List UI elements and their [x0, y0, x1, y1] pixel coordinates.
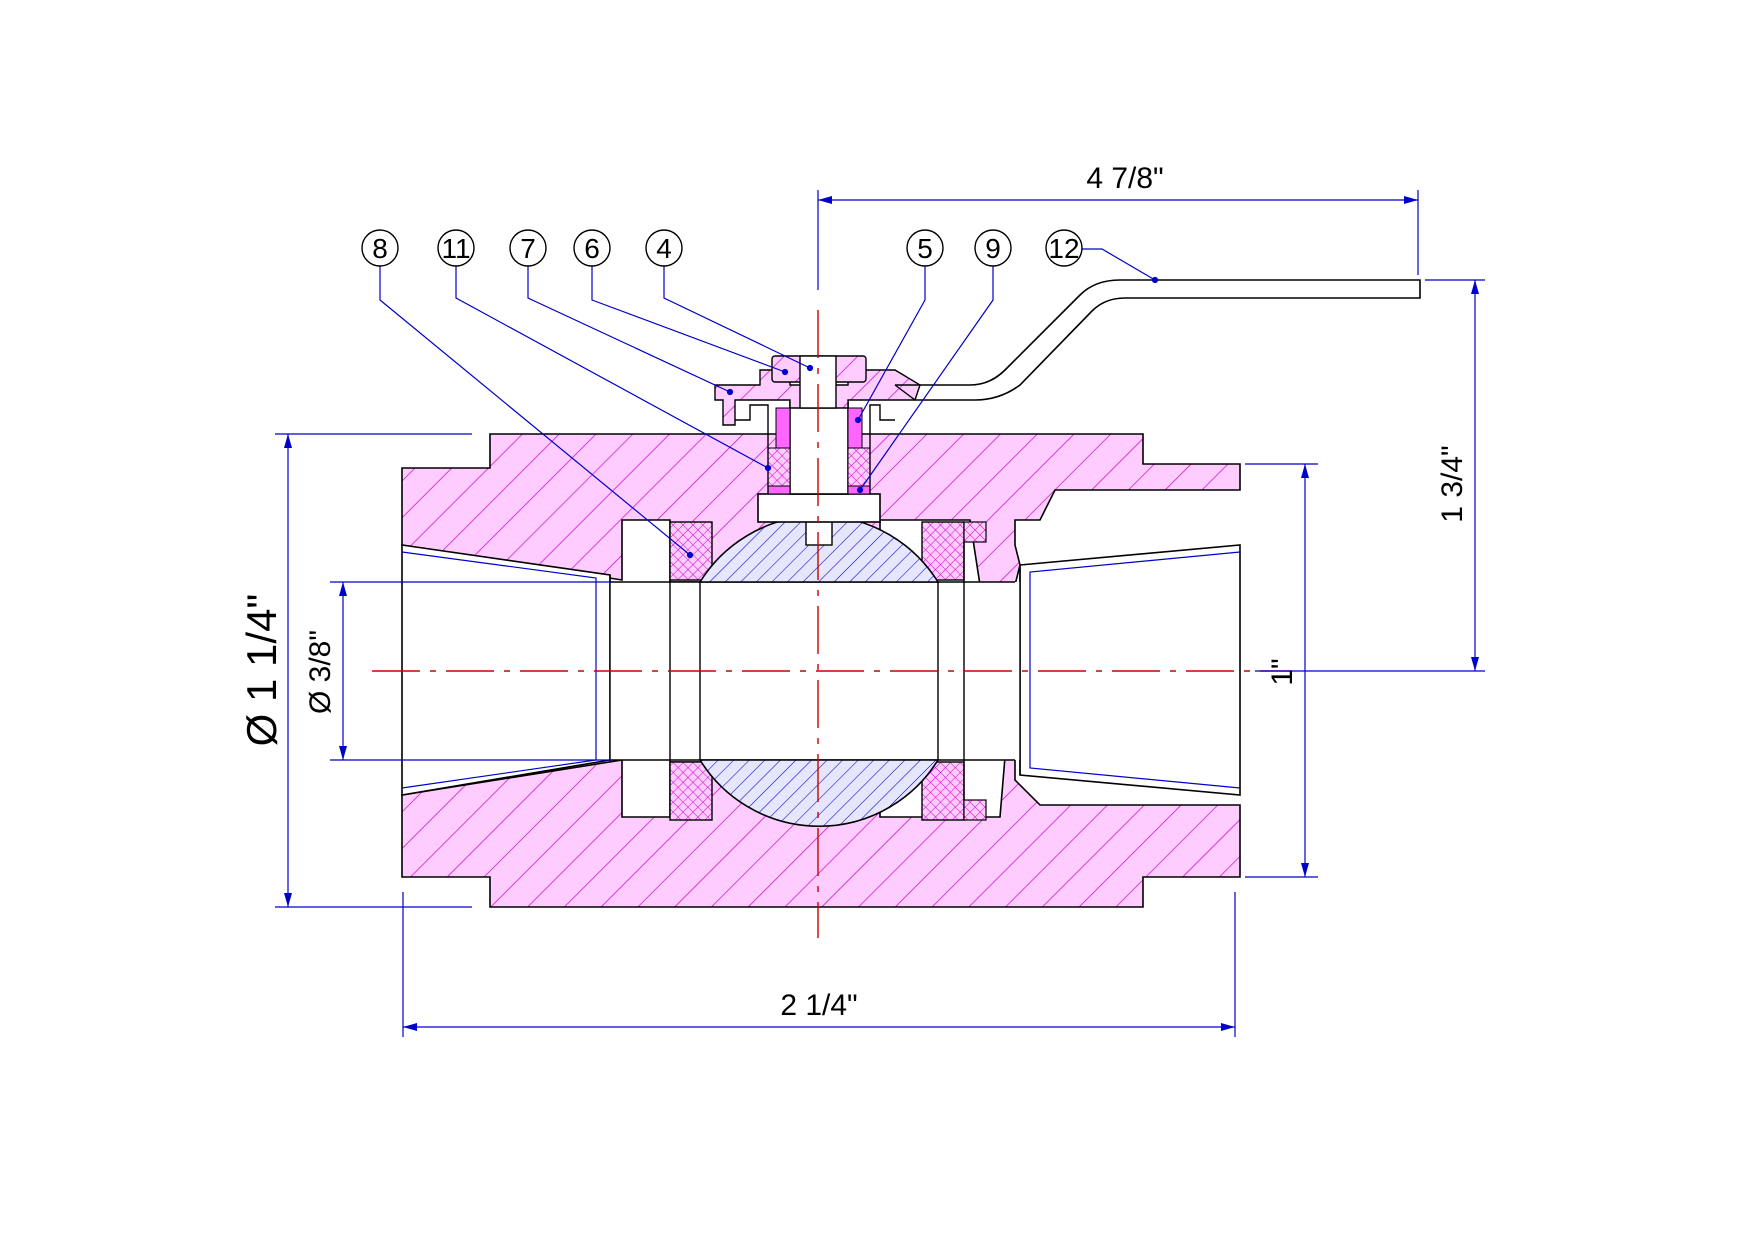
leader-5	[857, 265, 926, 421]
handle-lever	[895, 279, 1421, 401]
dim-handle-length: 4 7/8"	[1086, 162, 1163, 195]
balloon-12: 12	[1045, 229, 1083, 267]
packing-right-upper	[847, 407, 863, 449]
balloon-8: 8	[361, 229, 399, 267]
dimensions: 4 7/8" 1 3/4" Ø 1 1/4" Ø 3/8" 1" 2 1/4"	[238, 162, 1485, 1037]
gland-cavity-right	[869, 404, 895, 494]
balloon-7-label: 7	[520, 233, 536, 264]
stem	[789, 399, 849, 495]
gland-cavity	[735, 404, 769, 494]
leader-7	[527, 265, 731, 393]
dim-bore-diameter: Ø 3/8"	[304, 630, 337, 714]
stem-collar	[757, 493, 881, 523]
right-bore-relief	[1029, 551, 1241, 789]
seats	[669, 521, 987, 821]
leader-11	[455, 265, 769, 469]
balloon-6: 6	[573, 229, 611, 267]
leader-12	[1082, 248, 1156, 281]
ball	[698, 504, 940, 827]
dim-handle-height: 1 3/4"	[1436, 445, 1469, 522]
washer-left	[767, 485, 791, 495]
balloon-4: 4	[645, 229, 683, 267]
leader-6	[591, 265, 786, 373]
ball-lower-cap	[698, 759, 940, 827]
packing-left-lower	[767, 447, 791, 489]
balloon-7: 7	[509, 229, 547, 267]
seat-left-bottom	[669, 761, 713, 821]
seat-left-top	[669, 521, 713, 581]
leader-9	[859, 265, 994, 491]
packing-left-upper	[775, 407, 791, 449]
dim-end-height: 1"	[1266, 658, 1299, 685]
balloon-4-label: 4	[656, 233, 672, 264]
right-bore	[1019, 544, 1241, 796]
balloon-6-label: 6	[584, 233, 600, 264]
centerlines	[372, 310, 1290, 938]
balloon-9: 9	[974, 229, 1012, 267]
dim-outer-diameter: Ø 1 1/4"	[238, 594, 285, 747]
dim-overall-length: 2 1/4"	[780, 989, 857, 1022]
leader-8	[379, 265, 691, 556]
balloon-5: 5	[906, 229, 944, 267]
retainer-right-top	[963, 521, 987, 543]
leader-4	[663, 265, 811, 369]
balloons: 8 11 7 6 4 5 9 12	[361, 229, 1083, 267]
left-bore-relief	[401, 551, 597, 789]
balloon-8-label: 8	[372, 233, 388, 264]
leader-lines	[379, 248, 1159, 559]
balloon-11-label: 11	[441, 233, 470, 264]
balloon-5-label: 5	[917, 233, 933, 264]
balloon-12-label: 12	[1048, 233, 1079, 264]
packing-right-lower	[847, 447, 871, 489]
balloon-9-label: 9	[985, 233, 1001, 264]
balloon-11: 11	[437, 229, 475, 267]
retainer-right-bottom	[963, 799, 987, 821]
